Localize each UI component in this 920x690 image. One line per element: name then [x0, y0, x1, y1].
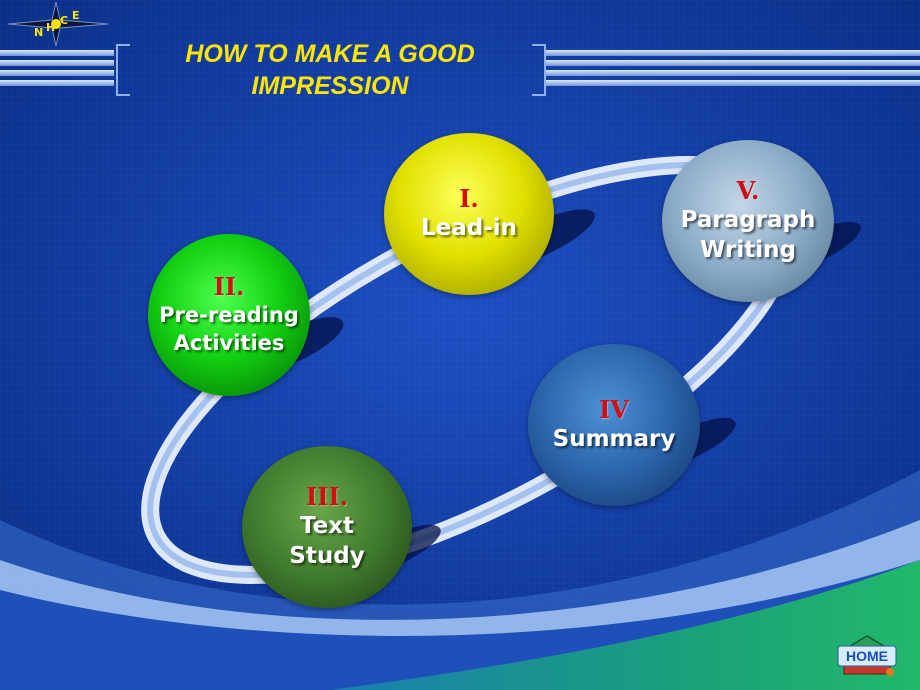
section-lead-in-numeral: I. [459, 184, 479, 213]
home-button-label: HOME [846, 648, 888, 664]
section-summary-numeral: IV [599, 395, 629, 424]
section-summary[interactable]: IV Summary [528, 344, 700, 506]
section-text-study-label-line-2: Study [289, 543, 365, 569]
section-paragraph-writing-numeral: V. [736, 176, 760, 205]
title-line-1: HOW TO MAKE A GOOD [185, 40, 475, 68]
section-text-study-numeral: III. [305, 482, 349, 511]
home-button[interactable]: HOME [836, 634, 898, 678]
title-bracket-left [116, 44, 130, 96]
title-line-2: IMPRESSION [251, 72, 409, 100]
slide-title: HOW TO MAKE A GOOD IMPRESSION [130, 38, 530, 102]
section-pre-reading-numeral: II. [213, 272, 245, 301]
header-stripes-right [546, 50, 920, 86]
section-summary-label: Summary [552, 426, 676, 452]
section-text-study-label-line-1: Text [299, 513, 355, 539]
section-text-study[interactable]: III. Text Study [242, 446, 412, 608]
section-lead-in-label: Lead-in [420, 215, 518, 241]
section-paragraph-writing-label-line-1: Paragraph [680, 207, 816, 233]
section-paragraph-writing[interactable]: V. Paragraph Writing [662, 140, 834, 302]
compass-star-icon: N H C E [8, 2, 108, 46]
title-bracket-right [532, 44, 546, 96]
section-pre-reading[interactable]: II. Pre-reading Activities [148, 234, 310, 396]
section-pre-reading-label-line-1: Pre-reading [159, 303, 299, 327]
logo-letter-c: C [60, 14, 68, 27]
header-stripes-left [0, 50, 114, 86]
logo-letter-h: H [46, 21, 55, 34]
section-lead-in[interactable]: I. Lead-in [384, 133, 554, 295]
house-icon: HOME [837, 635, 897, 676]
section-pre-reading-label-line-2: Activities [173, 331, 285, 355]
logo-letter-n: N [34, 26, 43, 39]
logo-letter-e: E [72, 9, 80, 22]
section-paragraph-writing-label-line-2: Writing [700, 237, 796, 263]
